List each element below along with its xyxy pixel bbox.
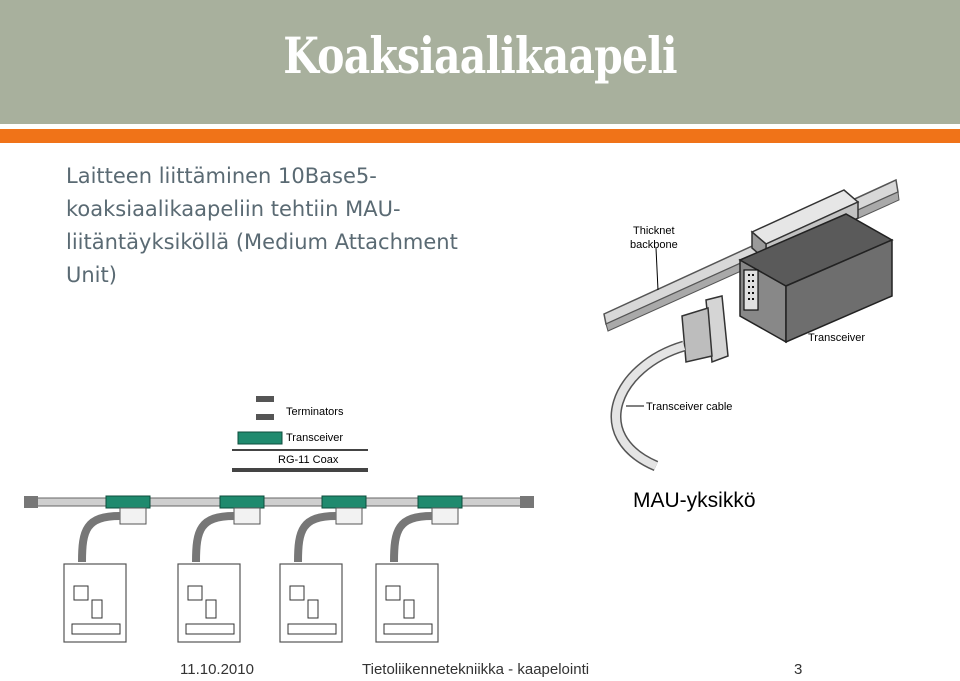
- legend-transceiver-icon: [237, 431, 283, 445]
- label-transceiver: Transceiver: [808, 332, 865, 344]
- title-divider: [0, 124, 960, 129]
- legend-terminator-icon-2: [256, 414, 274, 420]
- aui-port: [743, 269, 759, 311]
- legend-terminator-icon: [256, 396, 274, 402]
- terminator-left: [24, 496, 38, 508]
- label-thicknet: Thicknet: [633, 225, 675, 237]
- footer-date: 11.10.2010: [180, 661, 254, 678]
- legend-terminators: Terminators: [286, 406, 344, 418]
- station: [63, 495, 151, 643]
- station: [375, 495, 463, 643]
- page-number: 3: [794, 661, 803, 678]
- label-transceiver-cable: Transceiver cable: [646, 401, 732, 413]
- station: [279, 495, 367, 643]
- legend-transceiver: Transceiver: [286, 432, 343, 444]
- label-backbone: backbone: [630, 239, 678, 251]
- body-text: Laitteen liittäminen 10Base5-koaksiaalik…: [66, 164, 458, 287]
- title-band: [0, 0, 960, 124]
- accent-bar: [0, 129, 960, 143]
- legend-coax: RG-11 Coax: [278, 454, 339, 466]
- footer-title: Tietoliikennetekniikka - kaapelointi: [362, 661, 590, 678]
- transceiver-box-side: [785, 238, 893, 344]
- terminator-right: [520, 496, 534, 508]
- station: [177, 495, 265, 643]
- mau-caption: MAU-yksikkö: [633, 489, 756, 512]
- mau-illustration: Thicknet backbone Transceiver Transceive…: [603, 178, 900, 472]
- bus-topology-illustration: Terminators Transceiver RG-11 Coax: [24, 396, 534, 643]
- legend: Terminators Transceiver RG-11 Coax: [232, 396, 368, 472]
- slide-title: Koaksiaalikaapeli: [283, 26, 677, 85]
